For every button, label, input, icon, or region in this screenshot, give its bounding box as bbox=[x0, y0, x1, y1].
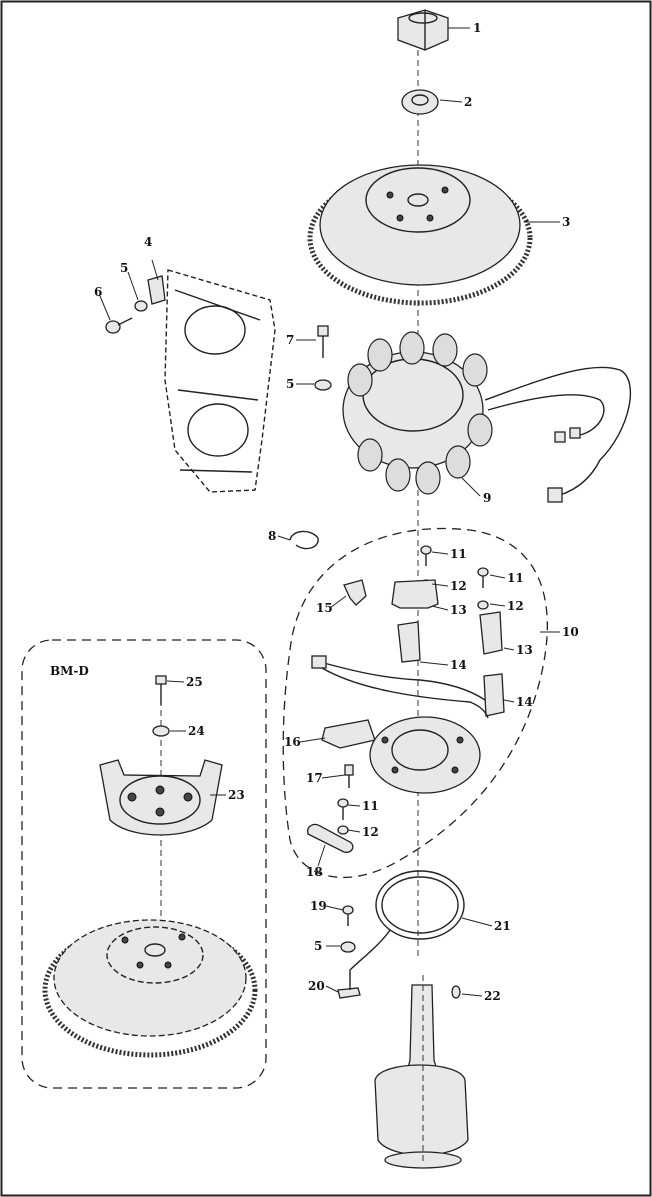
part-ignition-screws bbox=[337, 545, 489, 820]
part-bolt bbox=[317, 325, 329, 358]
part-crankshaft bbox=[374, 975, 469, 1169]
part-bolt-washer bbox=[314, 379, 332, 391]
callout-5b: 5 bbox=[286, 377, 294, 391]
callout-20: 20 bbox=[308, 979, 325, 993]
inset-part-cup bbox=[99, 759, 223, 836]
callout-7: 7 bbox=[286, 333, 294, 347]
callout-4: 4 bbox=[144, 235, 152, 249]
part-ignition-washers bbox=[337, 579, 489, 835]
inset-part-washer bbox=[152, 725, 170, 737]
callout-2: 2 bbox=[464, 95, 472, 109]
part-holder bbox=[343, 579, 367, 606]
part-link bbox=[307, 823, 354, 853]
callout-15: 15 bbox=[316, 601, 333, 615]
callout-3: 3 bbox=[562, 215, 570, 229]
callout-24: 24 bbox=[188, 724, 205, 738]
callout-9: 9 bbox=[483, 491, 491, 505]
callout-12a: 12 bbox=[450, 579, 467, 593]
callout-21: 21 bbox=[494, 919, 511, 933]
part-ring bbox=[375, 870, 465, 940]
callout-14a: 14 bbox=[450, 658, 467, 672]
part-plate-assembly bbox=[321, 719, 376, 749]
part-screw bbox=[105, 317, 133, 334]
part-crankcase bbox=[164, 269, 276, 493]
part-nut bbox=[397, 9, 449, 51]
callout-8: 8 bbox=[268, 529, 276, 543]
callout-11a: 11 bbox=[450, 547, 467, 561]
leader-lines bbox=[99, 27, 560, 997]
part-bracket bbox=[147, 275, 166, 305]
callout-19: 19 bbox=[310, 899, 327, 913]
callout-12c: 12 bbox=[362, 825, 379, 839]
callout-labels: 1 2 3 4 5 6 7 5 9 8 11 12 11 15 13 12 10… bbox=[50, 21, 579, 1003]
callout-11b: 11 bbox=[507, 571, 524, 585]
callout-13b: 13 bbox=[516, 643, 533, 657]
callout-11c: 11 bbox=[362, 799, 379, 813]
callout-10: 10 bbox=[562, 625, 579, 639]
part-lower-washer bbox=[340, 941, 356, 953]
part-washer bbox=[401, 89, 439, 115]
callout-16: 16 bbox=[284, 735, 301, 749]
callout-13a: 13 bbox=[450, 603, 467, 617]
part-clamp bbox=[337, 929, 391, 999]
inset-label: BM-D bbox=[50, 664, 89, 678]
part-lower-screw bbox=[342, 905, 354, 926]
part-coil-bracket bbox=[391, 579, 503, 655]
part-woodruff-key bbox=[451, 985, 461, 999]
part-flywheel bbox=[307, 164, 533, 306]
part-stator-plate bbox=[369, 716, 481, 794]
part-small-washer bbox=[134, 300, 148, 312]
group-outline-ignition bbox=[282, 527, 548, 879]
callout-12b: 12 bbox=[507, 599, 524, 613]
part-stator bbox=[342, 331, 632, 503]
callout-17: 17 bbox=[306, 771, 323, 785]
part-pulser-coil bbox=[397, 621, 505, 717]
callout-14b: 14 bbox=[516, 695, 533, 709]
part-stud bbox=[344, 764, 354, 788]
inset-part-flywheel bbox=[42, 919, 258, 1058]
callout-22: 22 bbox=[484, 989, 501, 1003]
part-clip bbox=[289, 530, 319, 550]
inset-outline bbox=[21, 639, 267, 1089]
callout-5a: 5 bbox=[120, 261, 128, 275]
callout-23: 23 bbox=[228, 788, 245, 802]
inset-part-bolt bbox=[155, 675, 167, 705]
callout-6: 6 bbox=[94, 285, 102, 299]
callout-25: 25 bbox=[186, 675, 203, 689]
part-connector bbox=[311, 655, 327, 669]
callout-18: 18 bbox=[306, 865, 323, 879]
callout-1: 1 bbox=[473, 21, 481, 35]
callout-5c: 5 bbox=[314, 939, 322, 953]
